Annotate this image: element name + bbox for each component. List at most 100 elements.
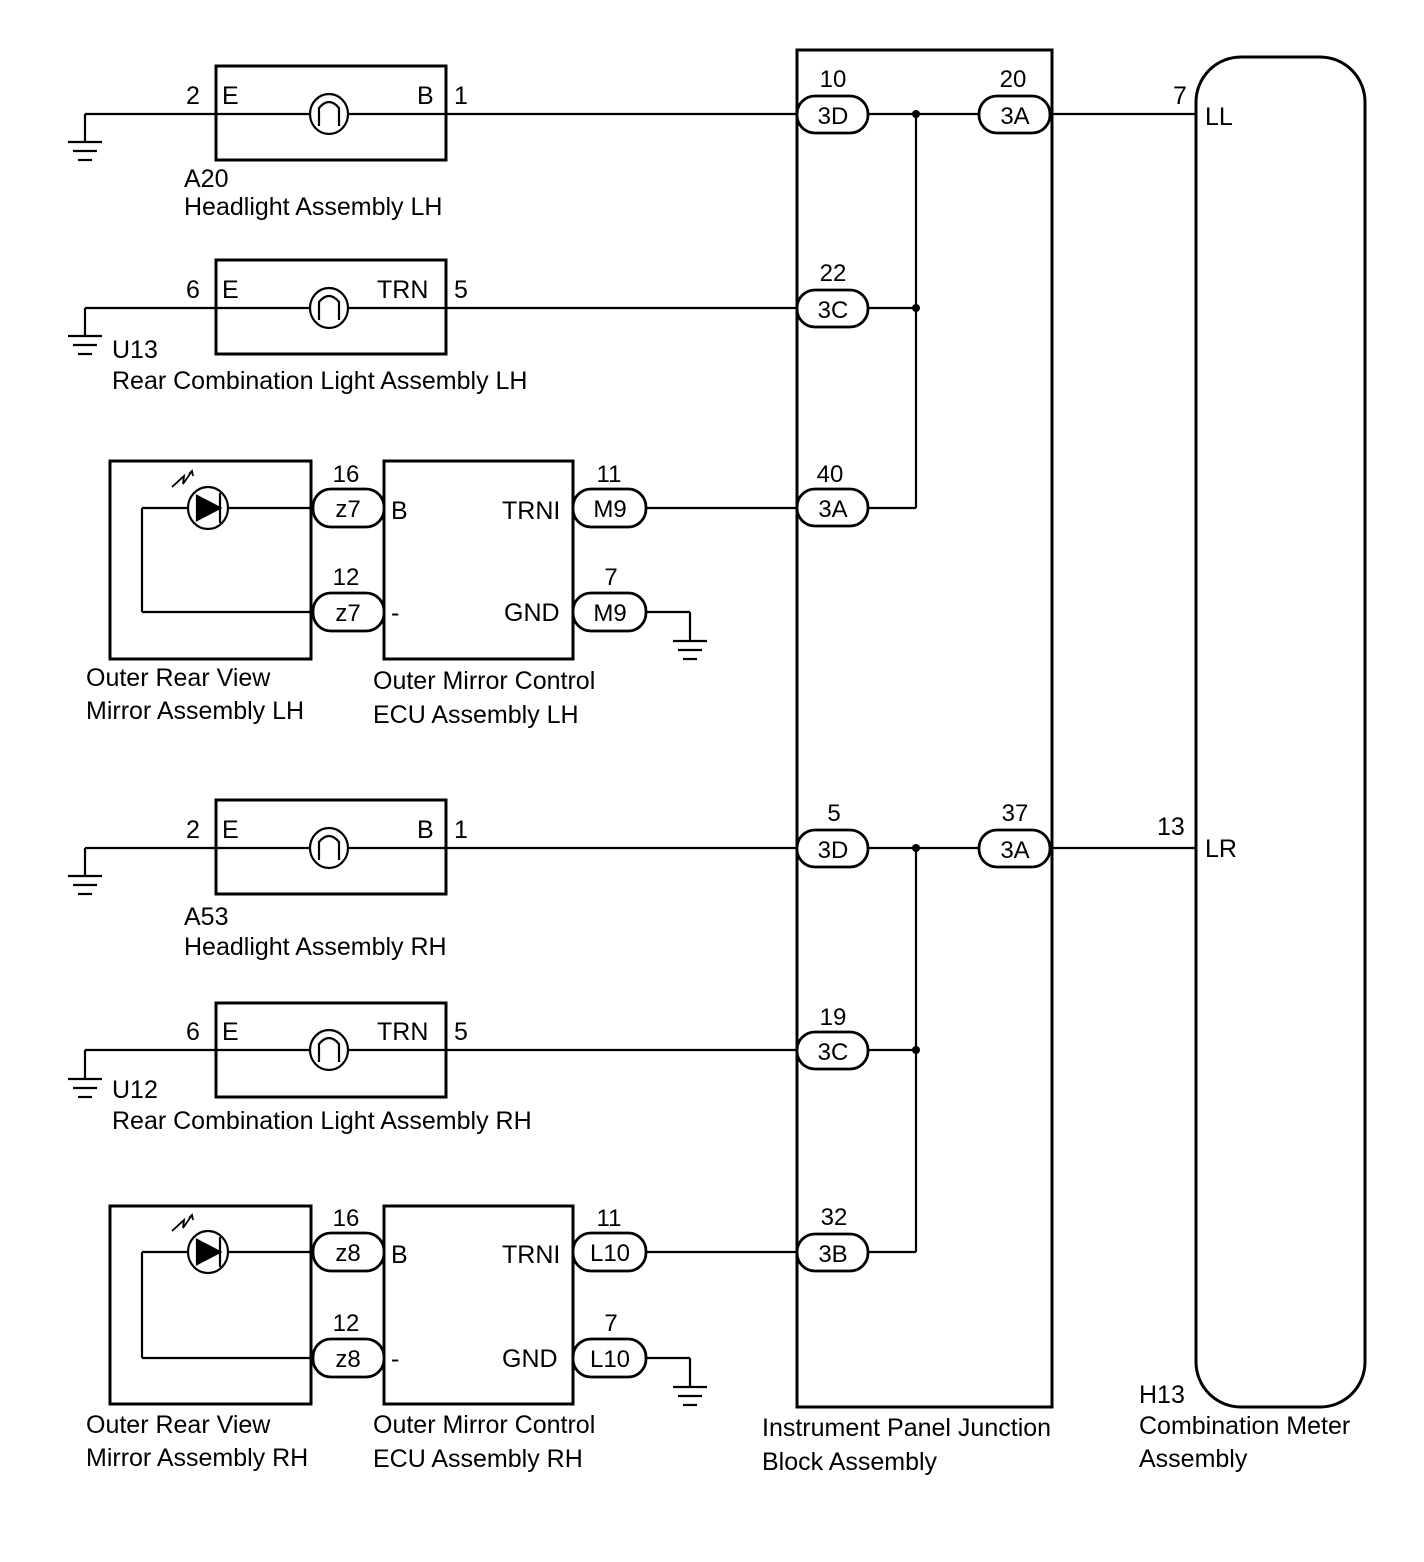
- component-name: Outer Mirror Control: [373, 667, 595, 695]
- connector-id: 3C: [818, 297, 849, 324]
- ecu-pin-name: GND: [504, 599, 560, 627]
- component-code: A53: [184, 903, 228, 931]
- ecu-lh-box: [382, 459, 575, 661]
- pin-name: E: [222, 276, 239, 304]
- pin-number: 12: [333, 564, 360, 591]
- pin-number: 1: [454, 816, 468, 844]
- connector-jb-out-l: [977, 94, 1052, 135]
- component-name: ECU Assembly LH: [373, 701, 579, 729]
- pin-name: LL: [1205, 103, 1233, 131]
- component-name: Rear Combination Light Assembly RH: [112, 1107, 532, 1135]
- ecu-pin-name: B: [391, 497, 408, 525]
- connector-jb-hl-lh: [795, 94, 870, 135]
- pin-number: 5: [827, 800, 840, 827]
- pin-name: B: [417, 82, 434, 110]
- pin-number: 5: [454, 1018, 468, 1046]
- connector-ecu-rh-gnd: [571, 1337, 648, 1379]
- component-name: Combination Meter: [1139, 1412, 1350, 1440]
- led-icon: [186, 1229, 230, 1275]
- connector-id: 3B: [818, 1241, 847, 1268]
- pin-number: 19: [820, 1004, 847, 1031]
- component-code: U12: [112, 1076, 158, 1104]
- component-name: Headlight Assembly RH: [184, 933, 447, 961]
- connector-mir-lh-b: [311, 487, 386, 529]
- ecu-pin-name: B: [391, 1241, 408, 1269]
- connector-id: z7: [335, 496, 360, 523]
- pin-number: 6: [186, 276, 200, 304]
- bulb-icon: [308, 1028, 350, 1072]
- component-name: Outer Rear View: [86, 664, 271, 692]
- ecu-pin-name: -: [391, 1345, 399, 1373]
- connector-id: 3A: [1000, 103, 1029, 130]
- pin-number: 7: [1173, 82, 1187, 110]
- connector-id: 3D: [818, 837, 849, 864]
- pin-number: 7: [604, 1310, 617, 1337]
- bulb-icon: [308, 92, 350, 136]
- pin-number: 20: [1000, 66, 1027, 93]
- connector-jb-mir-rh: [795, 1232, 870, 1273]
- pin-name: TRN: [377, 276, 428, 304]
- ecu-pin-name: GND: [502, 1345, 558, 1373]
- pin-name: TRN: [377, 1018, 428, 1046]
- pin-number: 5: [454, 276, 468, 304]
- connector-ecu-lh-trni: [571, 487, 648, 529]
- mirror-lh-box: [108, 459, 313, 661]
- component-name: Rear Combination Light Assembly LH: [112, 367, 527, 395]
- ecu-pin-name: -: [391, 599, 399, 627]
- pin-number: 2: [186, 816, 200, 844]
- ecu-pin-name: TRNI: [502, 497, 560, 525]
- component-name: Headlight Assembly LH: [184, 193, 442, 221]
- connector-id: L10: [590, 1240, 630, 1267]
- ecu-rh-box: [382, 1204, 575, 1406]
- connector-id: z8: [335, 1346, 360, 1373]
- connector-jb-out-r: [977, 828, 1052, 869]
- connector-id: L10: [590, 1346, 630, 1373]
- pin-number: 10: [820, 66, 847, 93]
- junction-dot: [912, 304, 920, 312]
- ecu-pin-name: TRNI: [502, 1241, 560, 1269]
- component-name: Assembly: [1139, 1445, 1248, 1473]
- component-code: A20: [184, 165, 228, 193]
- pin-name: B: [417, 816, 434, 844]
- connector-id: M9: [593, 496, 626, 523]
- connector-id: z7: [335, 600, 360, 627]
- bulb-icon: [308, 286, 350, 330]
- connector-ecu-rh-trni: [571, 1231, 648, 1273]
- component-code: H13: [1139, 1381, 1185, 1409]
- component-name: Mirror Assembly LH: [86, 697, 304, 725]
- pin-name: E: [222, 816, 239, 844]
- connector-jb-rc-rh: [795, 1030, 870, 1071]
- pin-number: 2: [186, 82, 200, 110]
- pin-number: 13: [1157, 813, 1185, 841]
- connector-jb-mir-lh: [795, 487, 870, 528]
- pin-number: 37: [1002, 800, 1029, 827]
- connector-mir-lh-minus: [311, 591, 386, 633]
- pin-number: 12: [333, 1310, 360, 1337]
- component-name: Outer Rear View: [86, 1411, 271, 1439]
- connector-mir-rh-b: [311, 1231, 386, 1273]
- component-name: ECU Assembly RH: [373, 1445, 583, 1473]
- pin-number: 16: [333, 461, 360, 488]
- connector-id: 3C: [818, 1039, 849, 1066]
- junction-block-box: [795, 48, 1054, 1409]
- pin-number: 6: [186, 1018, 200, 1046]
- junction-dot: [912, 1046, 920, 1054]
- component-name: Mirror Assembly RH: [86, 1444, 308, 1472]
- bulb-icon: [308, 826, 350, 870]
- pin-number: 16: [333, 1205, 360, 1232]
- pin-name: LR: [1205, 835, 1237, 863]
- pin-number: 40: [817, 461, 844, 488]
- component-code: U13: [112, 336, 158, 364]
- pin-number: 1: [454, 82, 468, 110]
- connector-jb-rc-lh: [795, 288, 870, 329]
- connector-id: 3A: [1000, 837, 1029, 864]
- connector-ecu-lh-gnd: [571, 591, 648, 633]
- component-name: Block Assembly: [762, 1448, 938, 1476]
- pin-number: 11: [597, 1205, 622, 1232]
- pin-name: E: [222, 82, 239, 110]
- combination-meter-box: [1194, 55, 1367, 1409]
- connector-id: 3A: [818, 496, 847, 523]
- pin-number: 11: [597, 461, 622, 488]
- junction-dot: [912, 110, 920, 118]
